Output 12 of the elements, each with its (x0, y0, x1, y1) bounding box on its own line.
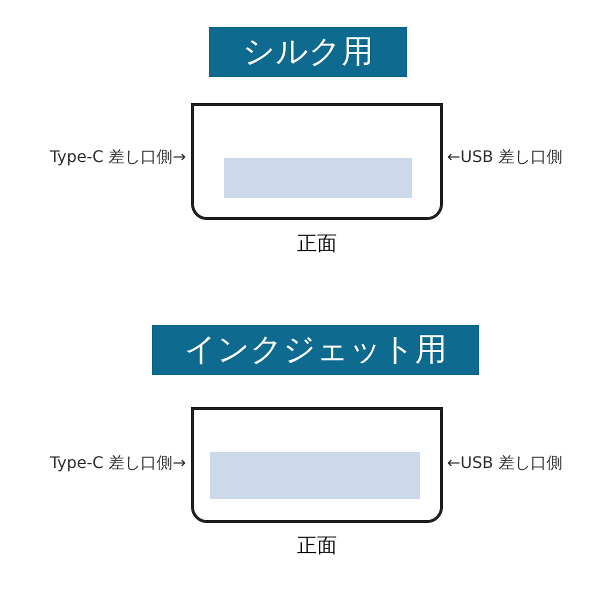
title-banner: インクジェット用 (152, 325, 479, 375)
device-outline (191, 407, 443, 523)
title-banner: シルク用 (209, 27, 407, 77)
side-label: Type-C 差し口側→ (50, 453, 186, 473)
view-label: 正面 (296, 533, 338, 557)
side-label: Type-C 差し口側→ (50, 147, 186, 167)
side-label: ←USB 差し口側 (447, 147, 562, 167)
print-area (210, 452, 420, 499)
device-outline (191, 103, 443, 220)
view-label: 正面 (296, 231, 338, 255)
print-area (224, 158, 412, 198)
side-label: ←USB 差し口側 (447, 453, 562, 473)
